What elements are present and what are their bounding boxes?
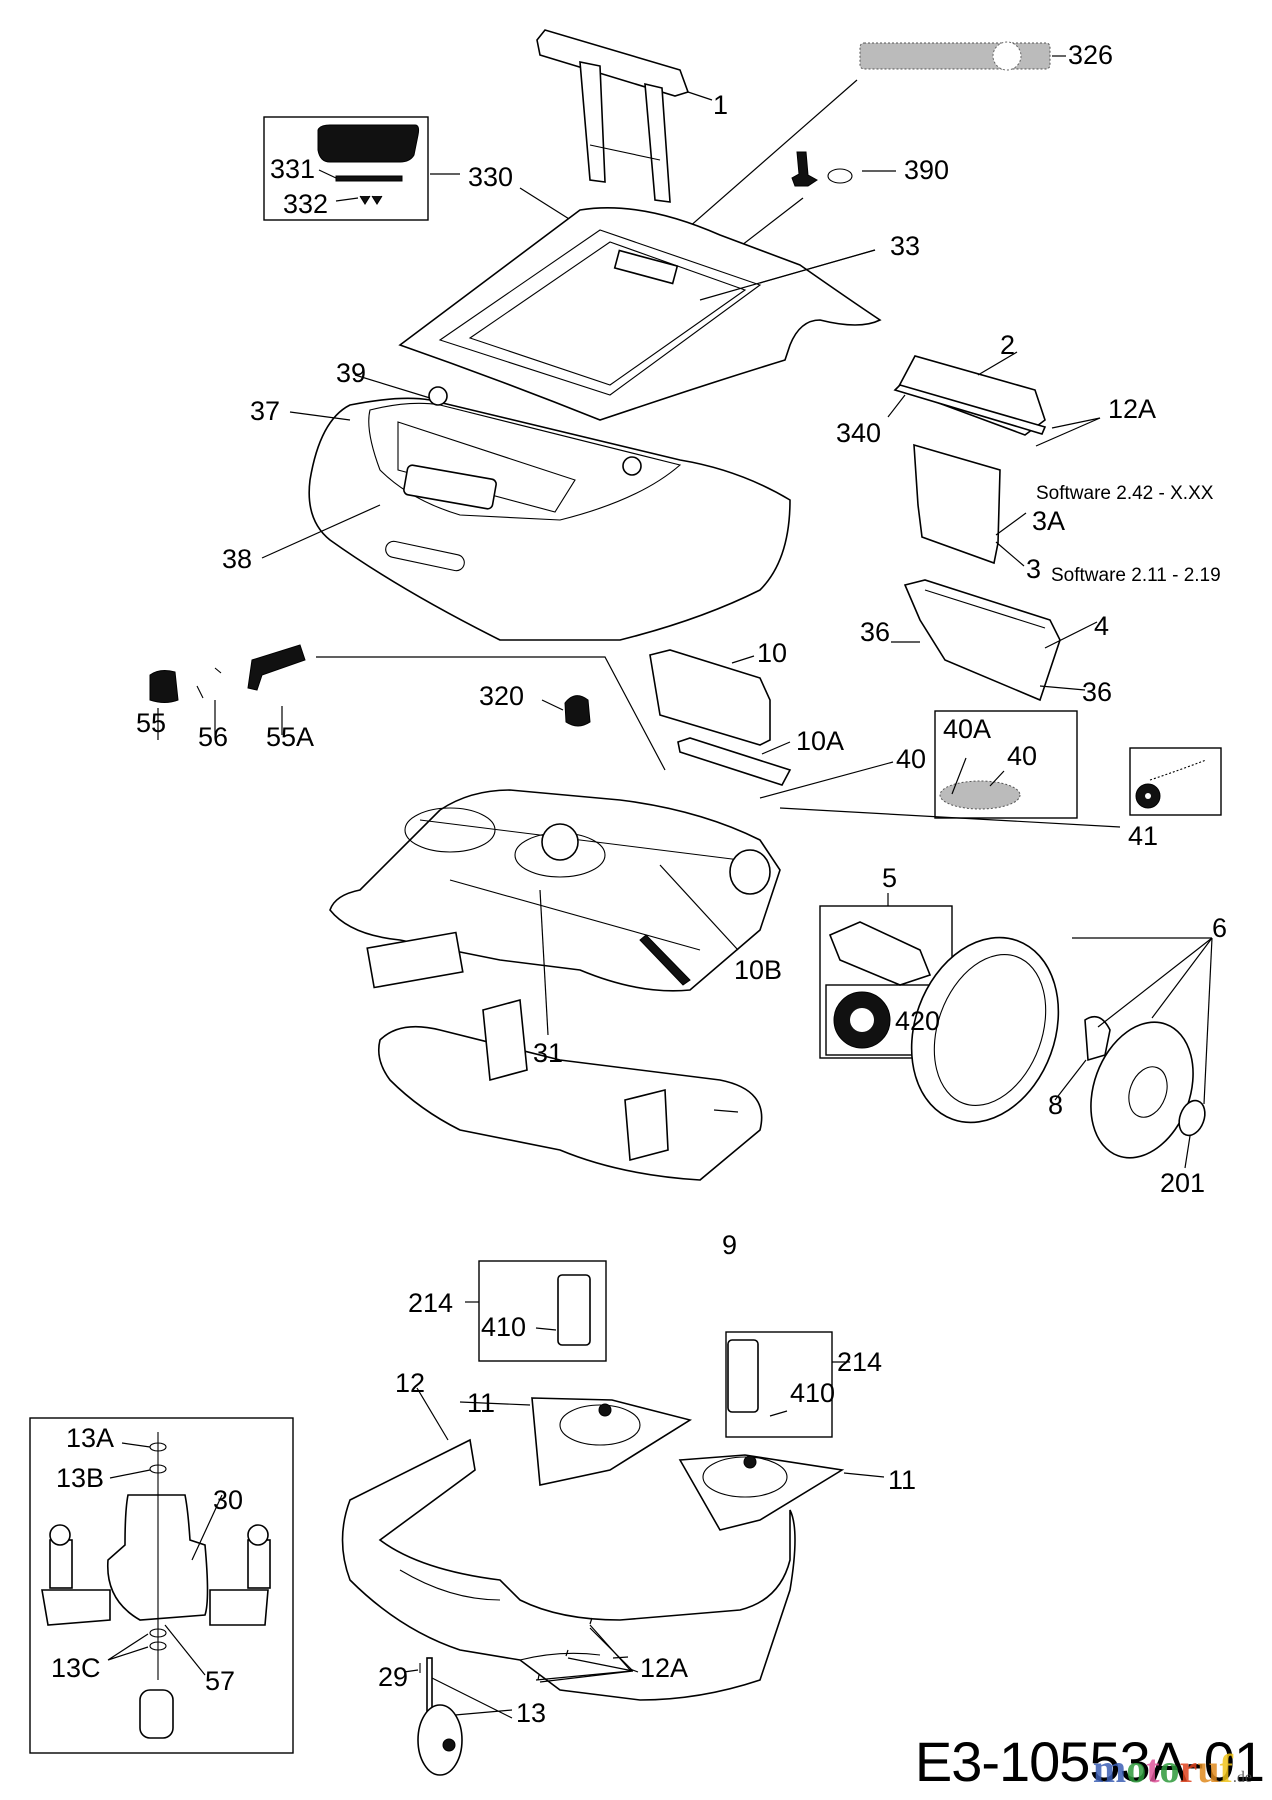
- part-41-ferrite[interactable]: [779, 747, 1222, 828]
- label-36-a: 36: [860, 617, 891, 647]
- label-12A-top: 12A: [1108, 394, 1157, 424]
- label-33: 33: [890, 231, 921, 261]
- label-11-a: 11: [467, 1388, 496, 1418]
- part-30-front-bracket[interactable]: [29, 1417, 294, 1754]
- part-33-top-cover[interactable]: [398, 206, 882, 421]
- label-2: 2: [1000, 330, 1016, 360]
- label-330: 330: [468, 162, 514, 192]
- label-214-b: 214: [837, 1347, 883, 1377]
- label-13C: 13C: [51, 1653, 101, 1683]
- label-38: 38: [222, 544, 253, 574]
- part-31-chassis[interactable]: [329, 789, 781, 1036]
- part-12-blade-guard[interactable]: [341, 1387, 796, 1701]
- label-331: 331: [270, 154, 316, 184]
- label-29: 29: [378, 1662, 409, 1692]
- label-3: 3: [1026, 554, 1042, 584]
- watermark-text: motoruf: [1093, 1745, 1233, 1792]
- part-10-battery[interactable]: [649, 649, 792, 786]
- label-420: 420: [895, 1006, 941, 1036]
- part-3-circuit-board[interactable]: [913, 443, 1027, 567]
- label-11-b: 11: [888, 1465, 917, 1495]
- part-320-stop-cap[interactable]: [541, 695, 591, 727]
- part-11-cutting-disc-a[interactable]: [459, 1397, 693, 1486]
- label-320: 320: [479, 681, 525, 711]
- label-13A: 13A: [66, 1423, 115, 1453]
- watermark-letter: f: [1219, 1746, 1233, 1791]
- watermark-letter: m: [1092, 1746, 1127, 1791]
- label-55: 55: [136, 708, 167, 738]
- label-36-b: 36: [1082, 677, 1113, 707]
- label-4: 4: [1094, 611, 1110, 641]
- part-11-cutting-disc-b[interactable]: [678, 1454, 885, 1531]
- label-340: 340: [836, 418, 882, 448]
- label-31: 31: [533, 1038, 564, 1068]
- part-330-display-kit[interactable]: [263, 116, 651, 271]
- label-37: 37: [250, 396, 281, 426]
- label-13B: 13B: [56, 1463, 105, 1493]
- part-214-blade-motor-a[interactable]: [465, 1260, 607, 1362]
- note-software-3: Software 2.11 - 2.19: [1051, 565, 1221, 586]
- part-2-display-cover[interactable]: [887, 351, 1101, 447]
- label-5: 5: [882, 863, 898, 893]
- part-37-bumper-cover[interactable]: [261, 374, 791, 641]
- part-6-drive-wheel[interactable]: [887, 917, 1213, 1172]
- label-6: 6: [1212, 913, 1228, 943]
- label-55A: 55A: [266, 722, 315, 752]
- part-1-handle[interactable]: [536, 29, 713, 203]
- label-3A: 3A: [1032, 506, 1066, 536]
- drawing-code: E3-10553A-01: [914, 1730, 1265, 1793]
- watermark-letter: o: [1159, 1746, 1180, 1791]
- part-214-blade-motor-b[interactable]: [725, 1331, 850, 1438]
- label-410-b: 410: [790, 1378, 836, 1408]
- watermark: motoruf.de: [1093, 1745, 1252, 1792]
- label-410-a: 410: [481, 1312, 527, 1342]
- part-9-base-plate[interactable]: [377, 998, 763, 1181]
- part-13-front-wheel[interactable]: [403, 1657, 513, 1776]
- label-10A: 10A: [796, 726, 845, 756]
- label-40-main: 40: [896, 744, 927, 774]
- part-4-electronics-housing[interactable]: [891, 579, 1098, 702]
- label-57: 57: [205, 1666, 236, 1696]
- watermark-letter: t: [1146, 1746, 1160, 1791]
- label-12A-bottom: 12A: [640, 1653, 689, 1683]
- watermark-letter: u: [1197, 1746, 1220, 1791]
- watermark-letter: o: [1126, 1746, 1147, 1791]
- label-40A: 40A: [943, 714, 992, 744]
- label-9: 9: [722, 1230, 738, 1260]
- watermark-tld: .de: [1232, 1769, 1252, 1786]
- watermark-letter: r: [1179, 1746, 1198, 1791]
- part-390-sensor[interactable]: [719, 151, 896, 263]
- label-8: 8: [1048, 1090, 1064, 1120]
- label-40-box: 40: [1007, 741, 1038, 771]
- label-10: 10: [757, 638, 788, 668]
- label-30: 30: [213, 1485, 244, 1515]
- part-326-label[interactable]: [639, 41, 1066, 271]
- note-software-3a: Software 2.42 - X.XX: [1036, 483, 1214, 504]
- label-326: 326: [1068, 40, 1114, 70]
- label-39: 39: [336, 358, 367, 388]
- part-55-charging-contact[interactable]: [149, 644, 666, 771]
- label-13: 13: [516, 1698, 547, 1728]
- label-56: 56: [198, 722, 229, 752]
- label-10B: 10B: [734, 955, 783, 985]
- label-201: 201: [1160, 1168, 1206, 1198]
- label-332: 332: [283, 189, 329, 219]
- label-390: 390: [904, 155, 950, 185]
- label-41: 41: [1128, 821, 1159, 851]
- label-12: 12: [395, 1368, 426, 1398]
- label-214-a: 214: [408, 1288, 454, 1318]
- label-1: 1: [713, 90, 729, 120]
- part-12A-screws-bottom[interactable]: [535, 1617, 639, 1683]
- part-40-cable-set[interactable]: [759, 710, 1078, 819]
